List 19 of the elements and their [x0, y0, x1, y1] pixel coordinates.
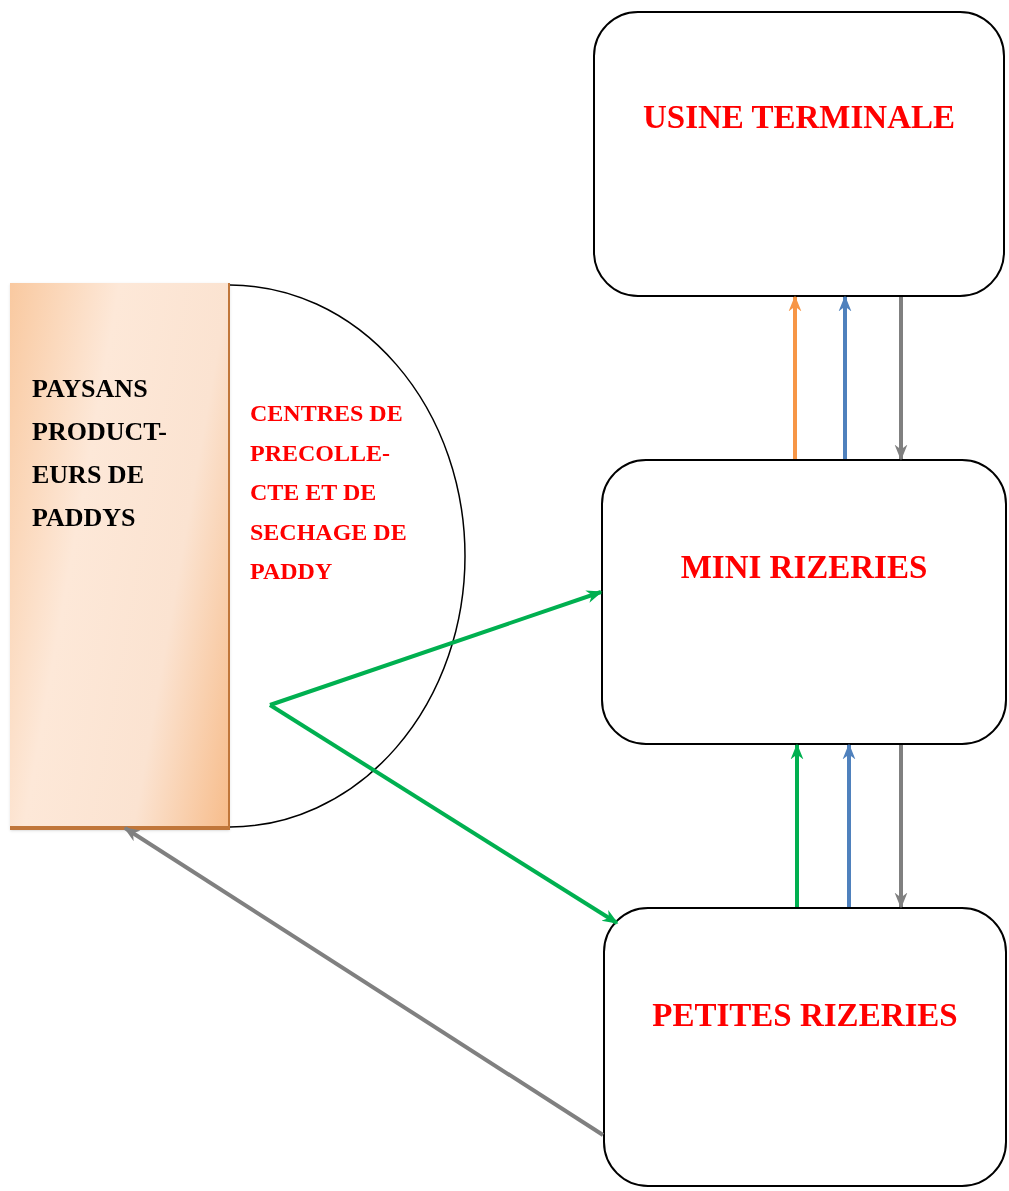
process-box	[603, 907, 1007, 1187]
arrow	[268, 703, 619, 925]
arrow	[790, 743, 804, 907]
semicircle-shape	[230, 284, 466, 828]
arrow	[842, 743, 856, 907]
arrow	[838, 295, 852, 459]
arrow	[894, 297, 908, 461]
node-label: USINE TERMINALE	[642, 98, 956, 137]
arrow	[123, 826, 605, 1137]
node-label: PETITES RIZERIES	[652, 996, 958, 1035]
process-box	[593, 11, 1005, 297]
node-label: PAYSANS PRODUCT- EURS DE PADDYS	[32, 373, 168, 534]
arrow	[269, 590, 603, 707]
node-label: CENTRES DE PRECOLLE- CTE ET DE SECHAGE DE PADDY	[250, 399, 408, 586]
node-label: MINI RIZERIES	[680, 548, 928, 587]
process-box	[601, 459, 1007, 745]
producer-box	[10, 283, 230, 830]
arrow	[894, 745, 908, 909]
arrow	[788, 295, 802, 459]
